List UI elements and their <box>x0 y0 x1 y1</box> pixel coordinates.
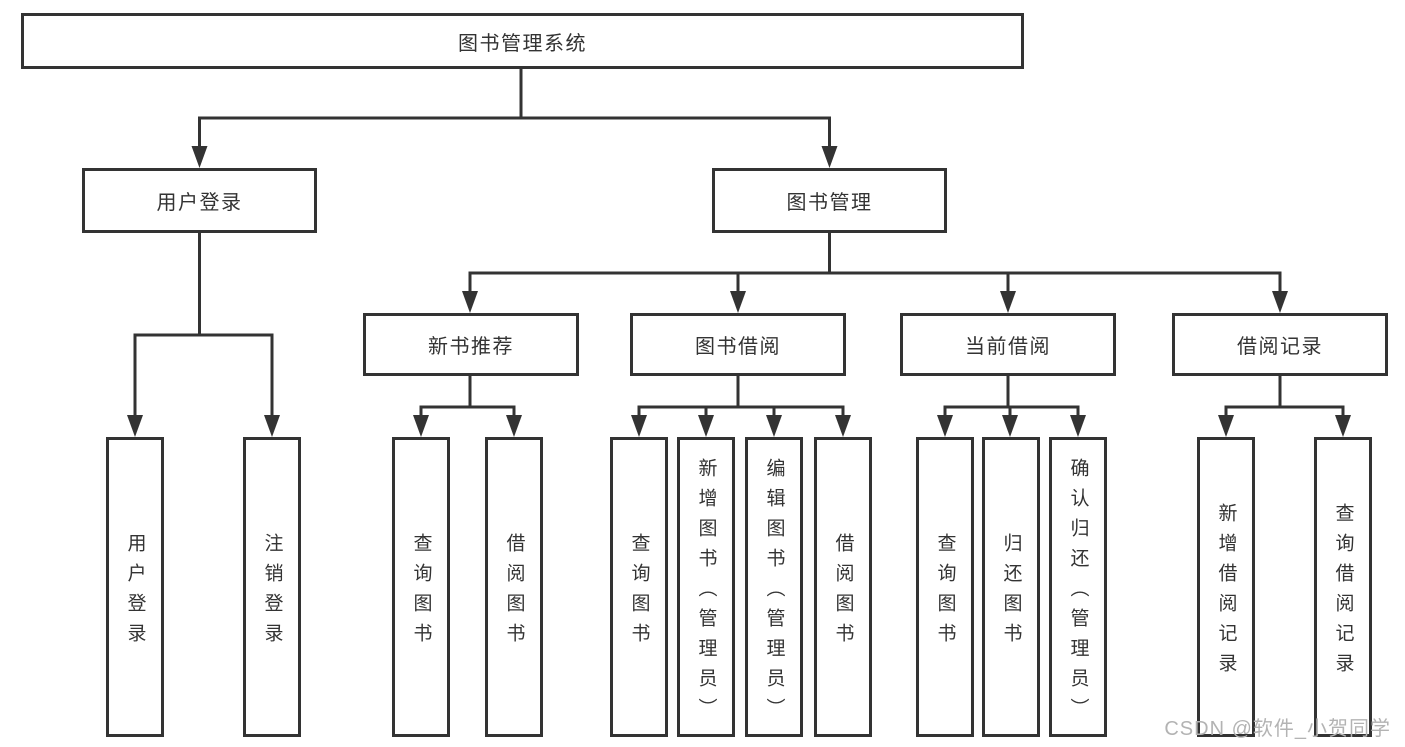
node-leaf-cb-query-books-label: 查询图书 <box>934 532 956 653</box>
node-leaf-bb-edit-books-label: 编辑图书（管理员） <box>763 457 785 728</box>
node-leaf-br-add-record: 新增借阅记录 <box>1197 437 1255 737</box>
node-leaf-bb-add-books: 新增图书（管理员） <box>677 437 735 737</box>
node-leaf-bb-borrow-books: 借阅图书 <box>814 437 872 737</box>
node-leaf-user-login: 用户登录 <box>106 437 164 737</box>
node-leaf-bb-query-books: 查询图书 <box>610 437 668 737</box>
arrowheads <box>127 146 1351 437</box>
watermark: CSDN @软件_小贺同学 <box>1164 718 1391 740</box>
node-leaf-logout-label: 注销登录 <box>261 532 283 653</box>
node-leaf-br-query-record-label: 查询借阅记录 <box>1332 502 1354 683</box>
node-leaf-nb-query-books-label: 查询图书 <box>410 532 432 653</box>
node-leaf-nb-borrow-books: 借阅图书 <box>485 437 543 737</box>
node-leaf-br-add-record-label: 新增借阅记录 <box>1215 502 1237 683</box>
node-leaf-cb-confirm-return: 确认归还（管理员） <box>1049 437 1107 737</box>
node-leaf-logout: 注销登录 <box>243 437 301 737</box>
node-leaf-nb-borrow-books-label: 借阅图书 <box>503 532 525 653</box>
node-root: 图书管理系统 <box>21 13 1024 69</box>
node-leaf-user-login-label: 用户登录 <box>124 532 146 653</box>
node-current-borrowing-label: 当前借阅 <box>965 336 1051 358</box>
node-leaf-cb-query-books: 查询图书 <box>916 437 974 737</box>
node-book-borrowing-label: 图书借阅 <box>695 336 781 358</box>
node-leaf-bb-query-books-label: 查询图书 <box>628 532 650 653</box>
node-leaf-cb-confirm-return-label: 确认归还（管理员） <box>1067 457 1089 728</box>
node-leaf-bb-edit-books: 编辑图书（管理员） <box>745 437 803 737</box>
node-leaf-bb-borrow-books-label: 借阅图书 <box>832 532 854 653</box>
node-user-login: 用户登录 <box>82 168 317 233</box>
node-leaf-br-query-record: 查询借阅记录 <box>1314 437 1372 737</box>
node-leaf-nb-query-books: 查询图书 <box>392 437 450 737</box>
node-new-book-recommend: 新书推荐 <box>363 313 579 376</box>
node-book-management-label: 图书管理 <box>786 192 873 214</box>
node-book-borrowing: 图书借阅 <box>630 313 846 376</box>
node-borrowing-records: 借阅记录 <box>1172 313 1388 376</box>
node-leaf-cb-return-books-label: 归还图书 <box>1000 532 1022 653</box>
node-leaf-bb-add-books-label: 新增图书（管理员） <box>695 457 717 728</box>
node-book-management: 图书管理 <box>712 168 947 233</box>
node-new-book-recommend-label: 新书推荐 <box>428 336 514 358</box>
node-current-borrowing: 当前借阅 <box>900 313 1116 376</box>
node-root-label: 图书管理系统 <box>458 32 587 55</box>
node-leaf-cb-return-books: 归还图书 <box>982 437 1040 737</box>
node-borrowing-records-label: 借阅记录 <box>1237 336 1323 358</box>
node-user-login-label: 用户登录 <box>156 192 243 214</box>
